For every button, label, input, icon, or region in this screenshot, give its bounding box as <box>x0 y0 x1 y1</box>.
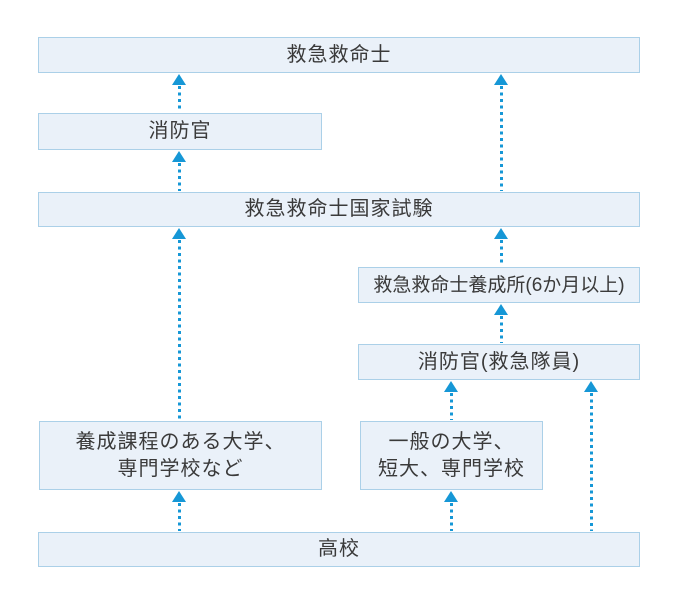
arrow-up-icon <box>494 74 508 85</box>
dotted-line <box>499 240 503 266</box>
arrow-up-icon <box>172 228 186 239</box>
arrow-institute-to-exam <box>494 228 508 266</box>
node-training-institute: 救急救命士養成所(6か月以上) <box>358 267 640 303</box>
dotted-line <box>499 316 503 343</box>
arrow-exam-to-paramedic <box>494 74 508 191</box>
node-firefighter-ambulance-crew-label: 消防官(救急隊員) <box>417 350 581 373</box>
node-national-exam-label: 救急救命士国家試験 <box>244 198 434 220</box>
arrow-firefighter-to-paramedic <box>172 74 186 112</box>
node-general-university: 一般の大学、 短大、専門学校 <box>360 421 543 490</box>
node-paramedic: 救急救命士 <box>38 37 640 73</box>
arrow-exam-to-firefighter <box>172 151 186 191</box>
arrow-university-to-exam <box>172 228 186 420</box>
node-paramedic-label: 救急救命士 <box>286 43 392 66</box>
arrow-up-icon <box>172 74 186 85</box>
dotted-line <box>499 86 503 191</box>
node-high-school: 高校 <box>38 532 640 567</box>
arrow-high-school-to-ambulance-crew <box>584 381 598 531</box>
dotted-line <box>177 503 181 531</box>
arrow-up-icon <box>494 228 508 239</box>
dotted-line <box>177 163 181 191</box>
node-university-with-training-program-label: 養成課程のある大学、 専門学校など <box>75 430 286 480</box>
arrow-up-icon <box>494 304 508 315</box>
arrow-up-icon <box>444 491 458 502</box>
node-firefighter-ambulance-crew: 消防官(救急隊員) <box>358 344 640 380</box>
dotted-line <box>177 86 181 112</box>
arrow-up-icon <box>584 381 598 392</box>
node-firefighter: 消防官 <box>38 113 322 150</box>
node-high-school-label: 高校 <box>318 538 360 560</box>
arrow-high-school-to-general-university <box>444 491 458 531</box>
node-general-university-label: 一般の大学、 短大、専門学校 <box>378 430 525 480</box>
node-firefighter-label: 消防官 <box>148 120 212 142</box>
node-national-exam: 救急救命士国家試験 <box>38 192 640 227</box>
dotted-line <box>449 503 453 531</box>
arrow-up-icon <box>172 151 186 162</box>
arrow-up-icon <box>172 491 186 502</box>
node-university-with-training-program: 養成課程のある大学、 専門学校など <box>39 421 322 490</box>
arrow-general-university-to-ambulance-crew <box>444 381 458 420</box>
dotted-line <box>589 393 593 531</box>
dotted-line <box>449 393 453 420</box>
node-training-institute-label: 救急救命士養成所(6か月以上) <box>373 274 625 296</box>
arrow-high-school-to-university <box>172 491 186 531</box>
arrow-ambulance-crew-to-institute <box>494 304 508 343</box>
dotted-line <box>177 240 181 420</box>
arrow-up-icon <box>444 381 458 392</box>
